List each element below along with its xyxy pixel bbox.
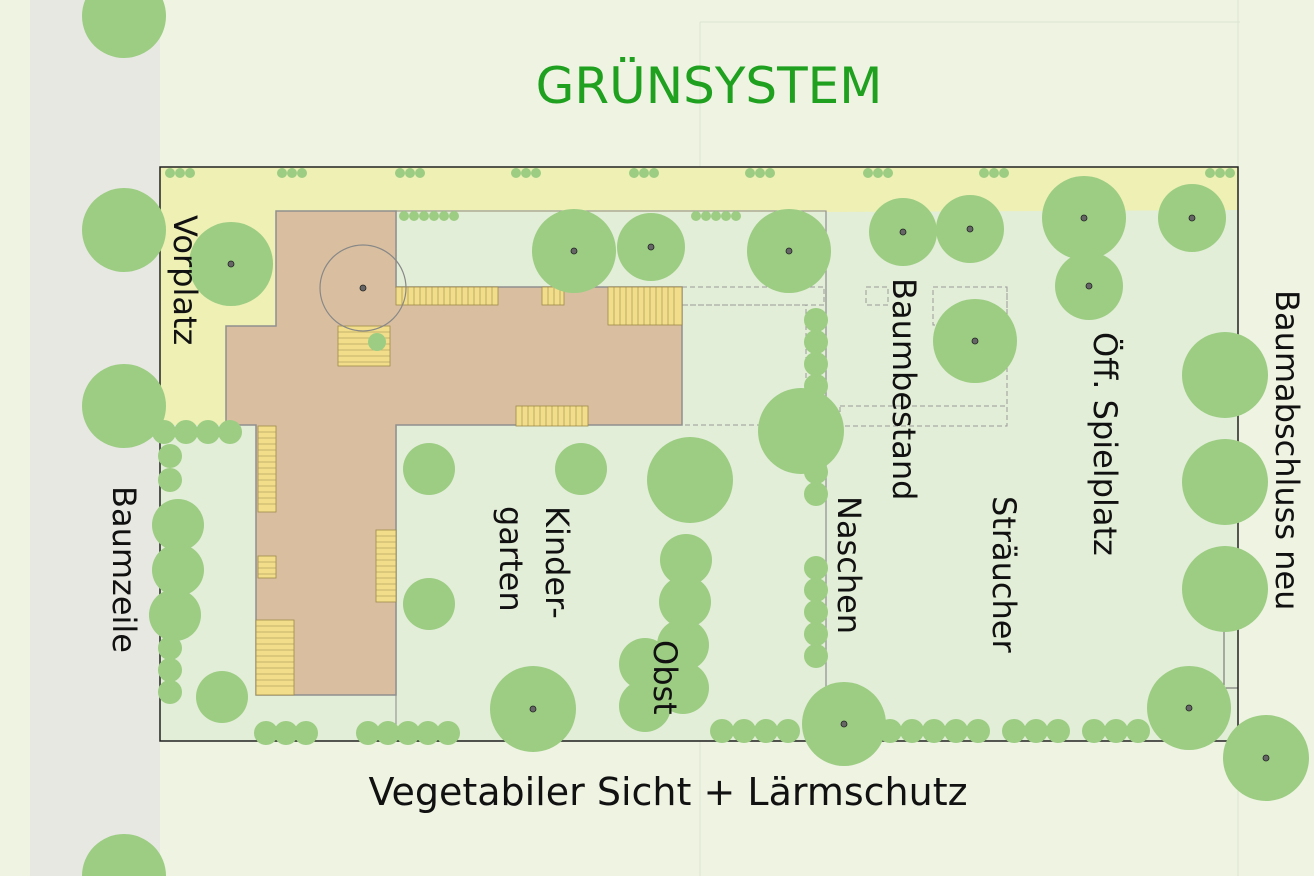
fruit-tree	[660, 534, 712, 586]
tree	[647, 437, 733, 523]
tree	[758, 388, 844, 474]
label-baumabschluss: Baumabschluss neu	[1268, 290, 1306, 610]
tree	[1182, 546, 1268, 632]
fruit-tree	[659, 576, 711, 628]
tree	[403, 578, 455, 630]
label-straeucher: Sträucher	[985, 496, 1023, 653]
street-tree	[82, 188, 166, 272]
tree	[196, 671, 248, 723]
street-tree	[82, 364, 166, 448]
tree	[1182, 332, 1268, 418]
fruit-tree	[619, 680, 671, 732]
label-kindergarten-1: Kinder-	[538, 506, 576, 619]
tree	[368, 333, 386, 351]
page-title: GRÜNSYSTEM	[536, 57, 883, 115]
label-baumbestand: Baumbestand	[885, 278, 923, 500]
label-obst: Obst	[646, 640, 684, 715]
street-tree	[82, 0, 166, 58]
forecourt-area	[160, 167, 1238, 425]
tree	[403, 443, 455, 495]
label-vorplatz: Vorplatz	[166, 215, 204, 345]
tree-trunks	[227, 214, 1270, 762]
label-naschen: Naschen	[830, 496, 868, 634]
tree	[1182, 439, 1268, 525]
tree	[555, 443, 607, 495]
terrace-hatching	[256, 287, 675, 687]
caption-bottom: Vegetabiler Sicht + Lärmschutz	[368, 770, 967, 814]
label-baumzeile: Baumzeile	[105, 486, 143, 653]
street-tree	[82, 834, 166, 876]
label-kindergarten-2: garten	[492, 506, 530, 612]
fruit-tree	[619, 638, 671, 690]
label-spielplatz: Öff. Spielplatz	[1086, 332, 1124, 556]
protected-tree-outline	[319, 244, 407, 332]
